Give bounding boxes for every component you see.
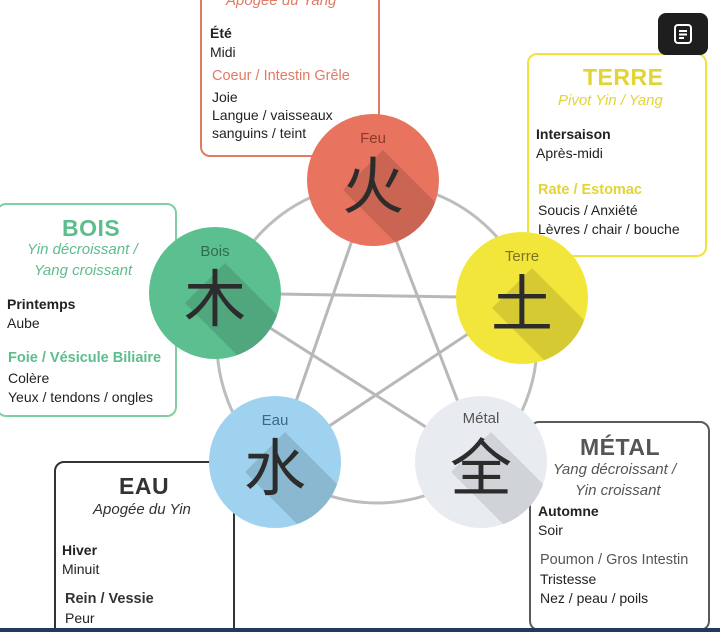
bottom-edge-bar <box>0 628 720 632</box>
eau-subtitle: Apogée du Yin <box>93 501 191 518</box>
metal-tissue: Nez / peau / poils <box>540 590 649 606</box>
bois-subtitle-2: Yang croissant <box>34 262 133 279</box>
node-eau: Eau 水 <box>209 396 341 528</box>
eau-emotion: Peur <box>65 610 95 626</box>
terre-emotion: Soucis / Anxiété <box>538 202 638 218</box>
document-list-icon <box>674 24 692 44</box>
node-terre: Terre 土 <box>456 232 588 364</box>
feu-organs: Coeur / Intestin Grêle <box>212 68 350 84</box>
metal-circle <box>415 396 547 528</box>
eau-circle <box>209 396 341 528</box>
feu-label: Feu <box>360 130 386 147</box>
terre-season: Intersaison <box>536 126 611 142</box>
terre-subtitle: Pivot Yin / Yang <box>558 92 663 109</box>
bois-circle <box>149 227 281 359</box>
eau-organs: Rein / Vessie <box>65 591 154 607</box>
terre-label: Terre <box>505 248 539 265</box>
metal-season: Automne <box>538 503 599 519</box>
eau-glyph: 水 <box>244 432 306 505</box>
card-eau: EAU Apogée du Yin Hiver Minuit Rein / Ve… <box>54 461 235 632</box>
metal-emotion: Tristesse <box>540 571 597 587</box>
card-metal: MÉTAL Yang décroissant / Yin croissant A… <box>529 421 710 631</box>
node-feu: Feu 火 <box>307 114 439 246</box>
eau-time: Minuit <box>62 561 100 577</box>
bois-emotion: Colère <box>8 370 50 386</box>
metal-subtitle-2: Yin croissant <box>575 482 661 499</box>
bois-glyph: 木 <box>184 263 246 336</box>
metal-organs: Poumon / Gros Intestin <box>540 552 689 568</box>
bois-label: Bois <box>200 243 229 260</box>
terre-circle <box>456 232 588 364</box>
eau-label: Eau <box>262 412 289 429</box>
feu-circle <box>307 114 439 246</box>
feu-season: Été <box>210 25 232 41</box>
metal-time: Soir <box>538 522 563 538</box>
metal-glyph: 全 <box>450 432 512 505</box>
eau-season: Hiver <box>62 542 98 558</box>
feu-subtitle: Apogée du Yang <box>226 0 337 9</box>
bois-title: BOIS <box>62 215 121 241</box>
terre-time: Après-midi <box>536 145 603 161</box>
terre-tissue: Lèvres / chair / bouche <box>538 221 680 237</box>
feu-time: Midi <box>210 44 236 60</box>
bois-tissue: Yeux / tendons / ongles <box>8 389 154 405</box>
card-feu: Apogée du Yang Été Midi Coeur / Intestin… <box>200 0 380 157</box>
bois-season: Printemps <box>7 296 76 312</box>
card-terre: TERRE Pivot Yin / Yang Intersaison Après… <box>527 53 707 257</box>
feu-glyph: 火 <box>342 150 404 223</box>
bois-organs: Foie / Vésicule Biliaire <box>8 350 162 366</box>
eau-title: EAU <box>119 473 170 499</box>
bois-time: Aube <box>7 315 40 331</box>
node-metal: Métal 全 <box>415 396 547 528</box>
metal-title: MÉTAL <box>580 434 661 460</box>
card-bois: BOIS Yin décroissant / Yang croissant Pr… <box>0 203 177 417</box>
terre-organs: Rate / Estomac <box>538 182 642 198</box>
metal-subtitle-1: Yang décroissant / <box>553 461 677 478</box>
terre-glyph: 土 <box>491 268 553 341</box>
node-bois: Bois 木 <box>149 227 281 359</box>
feu-tissue-1: Langue / vaisseaux <box>212 107 333 123</box>
document-menu-button[interactable] <box>658 13 708 55</box>
feu-tissue-2: sanguins / teint <box>212 125 307 141</box>
bois-subtitle-1: Yin décroissant / <box>27 241 138 258</box>
feu-emotion: Joie <box>212 89 238 105</box>
metal-label: Métal <box>463 410 500 427</box>
terre-title: TERRE <box>583 64 664 90</box>
